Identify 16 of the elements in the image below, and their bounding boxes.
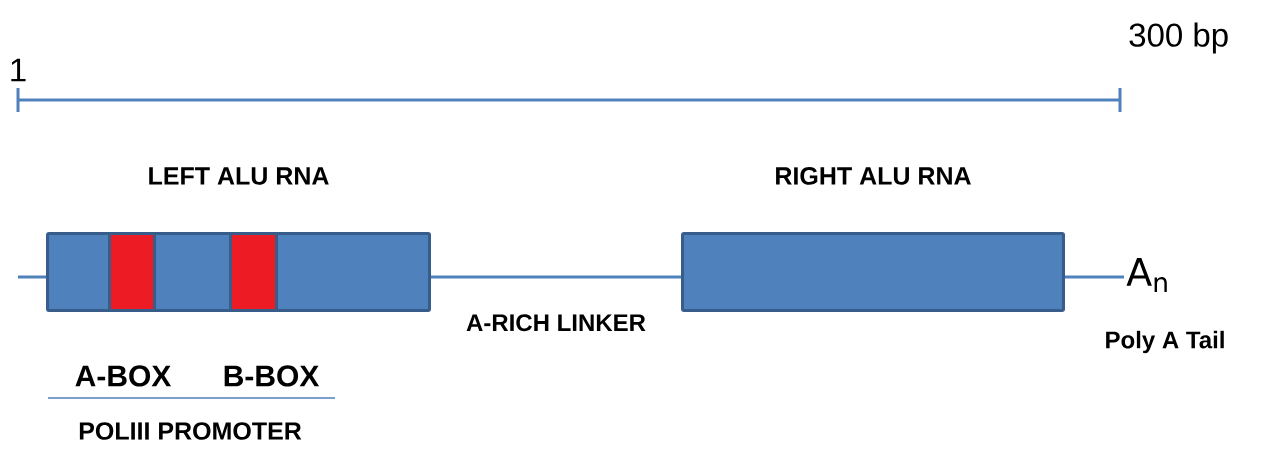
edge-label: A-RICH LINKER (465, 313, 647, 333)
node-caption: Poly A Tail (1106, 330, 1224, 354)
scale-label: 300 bp (1129, 22, 1228, 54)
scale-label: 1 (11, 58, 26, 82)
rna-segment-box: RIGHT ALU RNA (681, 167, 1065, 312)
element-label: A-BOX (75, 365, 172, 387)
node-label: LEFT ALU RNA (149, 167, 329, 185)
node-label: RIGHT ALU RNA (776, 167, 971, 185)
element-label: B-BOX (224, 365, 320, 387)
promoter-label: POLIII PROMOTER (79, 422, 302, 440)
connector-line (431, 275, 681, 279)
connector-line (1065, 275, 1124, 279)
poly-a-symbol: A$_{n}$ (1126, 258, 1167, 292)
promoter-box (108, 232, 156, 312)
connector-line (18, 275, 46, 279)
promoter-box (229, 232, 278, 312)
